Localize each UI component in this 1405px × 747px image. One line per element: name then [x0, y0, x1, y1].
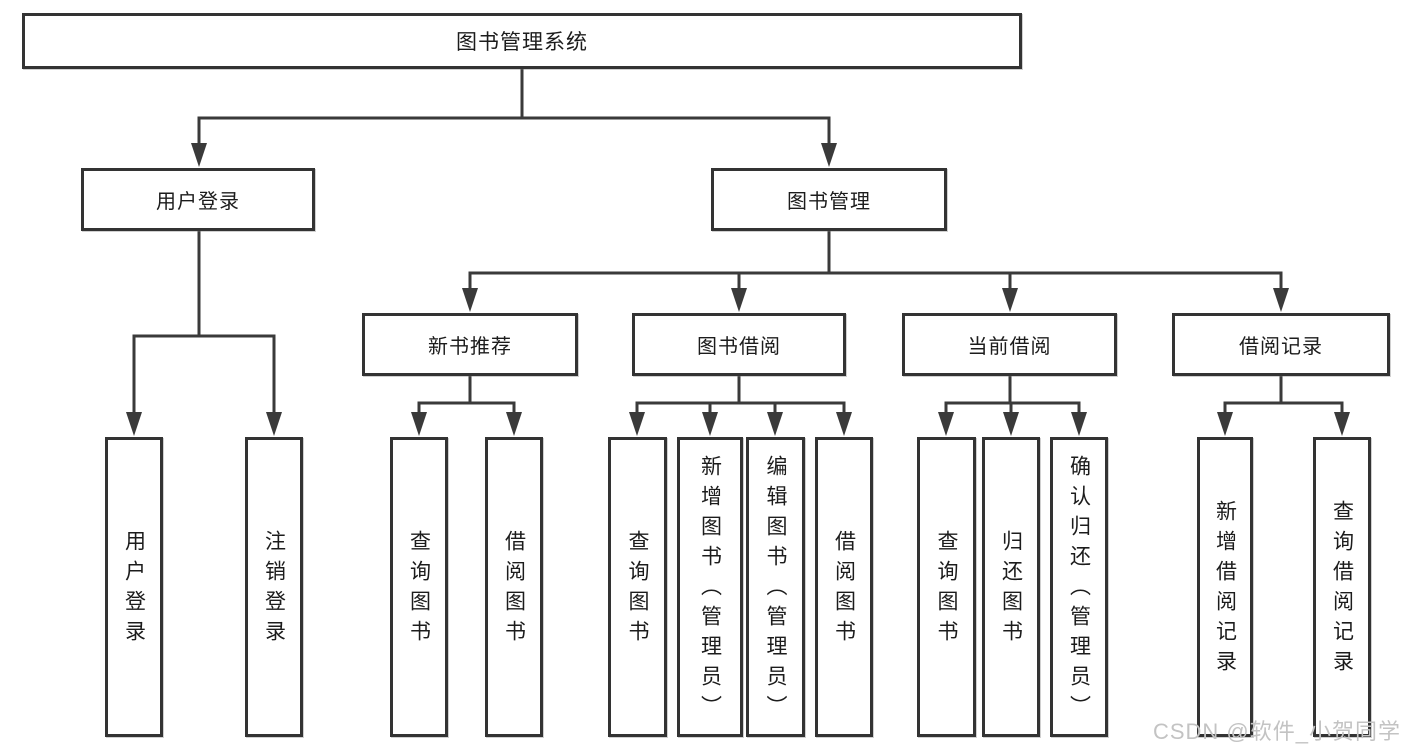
- node-label: 图书借阅: [697, 336, 781, 358]
- node-label: 借阅图书: [502, 530, 526, 650]
- leaf-edit-book-admin: 编辑图书（管理员）: [746, 437, 805, 737]
- leaf-logout: 注销登录: [245, 437, 303, 737]
- leaf-user-login: 用户登录: [105, 437, 163, 737]
- arrowhead: [938, 412, 954, 436]
- arrowhead: [767, 412, 783, 436]
- node-label: 用户登录: [156, 191, 240, 213]
- arrowhead: [821, 143, 837, 167]
- arrowhead: [629, 412, 645, 436]
- node-label: 用户登录: [122, 530, 146, 650]
- node-label: 编辑图书（管理员）: [764, 455, 787, 725]
- arrowhead: [411, 412, 427, 436]
- node-library-management-system: 图书管理系统: [22, 13, 1022, 69]
- node-label: 查询图书: [407, 530, 431, 650]
- csdn-watermark: CSDN @软件_小贺同学: [1152, 719, 1401, 744]
- node-label: 图书管理: [787, 191, 871, 213]
- leaf-confirm-return-admin: 确认归还（管理员）: [1050, 437, 1108, 737]
- node-label: 新增借阅记录: [1213, 500, 1237, 680]
- arrowhead: [1217, 412, 1233, 436]
- node-current-borrowing: 当前借阅: [902, 313, 1117, 376]
- node-label: 查询图书: [626, 530, 649, 650]
- leaf-borrow-books-recommend: 借阅图书: [485, 437, 543, 737]
- arrowhead: [462, 288, 478, 312]
- connector: [468, 271, 1283, 292]
- leaf-return-book: 归还图书: [982, 437, 1040, 737]
- node-label: 图书管理系统: [456, 31, 588, 54]
- arrowhead: [702, 412, 718, 436]
- node-label: 新书推荐: [428, 336, 512, 358]
- leaf-add-borrow-record: 新增借阅记录: [1197, 437, 1253, 737]
- node-label: 确认归还（管理员）: [1067, 455, 1091, 725]
- node-borrowing-records: 借阅记录: [1172, 313, 1390, 376]
- leaf-search-borrow-record: 查询借阅记录: [1313, 437, 1371, 737]
- arrowhead: [1003, 412, 1019, 436]
- connector: [132, 334, 276, 416]
- node-label: 查询借阅记录: [1330, 500, 1354, 680]
- node-new-book-recommendation: 新书推荐: [362, 313, 578, 376]
- arrowhead: [1002, 288, 1018, 312]
- leaf-search-books-current: 查询图书: [917, 437, 976, 737]
- leaf-borrow-books-borrowing: 借阅图书: [815, 437, 873, 737]
- node-book-management: 图书管理: [711, 168, 947, 231]
- node-label: 借阅图书: [832, 530, 856, 650]
- arrowhead: [191, 143, 207, 167]
- arrowhead: [731, 288, 747, 312]
- node-user-login: 用户登录: [81, 168, 315, 231]
- connector: [1223, 401, 1344, 416]
- node-book-borrowing: 图书借阅: [632, 313, 846, 376]
- arrowhead: [266, 412, 282, 436]
- node-label: 查询图书: [935, 530, 958, 650]
- arrowhead: [126, 412, 142, 436]
- connector: [197, 116, 831, 146]
- arrowhead: [1071, 412, 1087, 436]
- node-label: 当前借阅: [967, 336, 1052, 358]
- arrowhead: [1334, 412, 1350, 436]
- arrowhead: [1273, 288, 1289, 312]
- connector: [417, 401, 516, 416]
- connector: [635, 401, 846, 416]
- leaf-search-books-recommend: 查询图书: [390, 437, 448, 737]
- node-label: 注销登录: [262, 530, 286, 650]
- leaf-add-book-admin: 新增图书（管理员）: [677, 437, 743, 737]
- arrowhead: [506, 412, 522, 436]
- node-label: 新增图书（管理员）: [698, 455, 722, 725]
- node-label: 归还图书: [999, 530, 1023, 650]
- arrowhead: [836, 412, 852, 436]
- leaf-search-books-borrowing: 查询图书: [608, 437, 667, 737]
- node-label: 借阅记录: [1239, 336, 1323, 358]
